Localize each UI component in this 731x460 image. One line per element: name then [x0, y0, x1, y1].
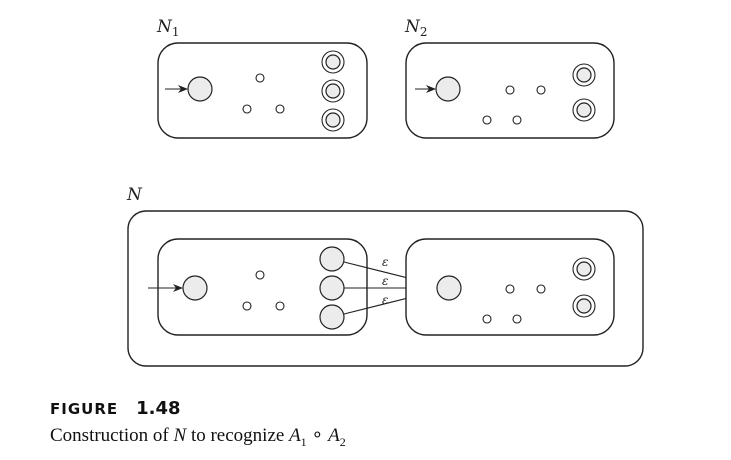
accept-state	[321, 79, 345, 103]
state	[505, 284, 515, 294]
state	[255, 73, 265, 83]
machine-n1-box	[157, 42, 368, 139]
machine-n1: N1	[156, 17, 368, 139]
accept-state	[572, 294, 596, 318]
former-accept-state	[319, 246, 345, 272]
accept-state	[572, 63, 596, 87]
state	[505, 85, 515, 95]
machine-n-label: N	[126, 185, 143, 205]
state	[482, 115, 492, 125]
machine-n2-label: N2	[404, 17, 428, 39]
start-state	[182, 275, 208, 301]
state	[275, 301, 285, 311]
figure-caption: Construction of N to recognize A1 ∘ A2	[50, 425, 346, 449]
state	[242, 301, 252, 311]
machine-n1-label: N1	[156, 17, 180, 39]
accept-state	[572, 257, 596, 281]
state	[536, 284, 546, 294]
inner-n1-box	[157, 238, 368, 336]
machine-n: N ε ε ε	[126, 185, 644, 367]
epsilon-label: ε	[382, 293, 388, 307]
machine-n2: N2	[404, 17, 615, 139]
start-state	[187, 76, 213, 102]
state	[275, 104, 285, 114]
state	[482, 314, 492, 324]
state	[512, 115, 522, 125]
accept-state	[572, 98, 596, 122]
epsilon-label: ε	[382, 274, 388, 288]
accept-state	[321, 108, 345, 132]
figure-number: 1.48	[136, 398, 181, 419]
state	[255, 270, 265, 280]
accept-state	[321, 50, 345, 74]
figure-word: FIGURE	[50, 400, 119, 418]
state	[242, 104, 252, 114]
state	[536, 85, 546, 95]
start-state	[435, 76, 461, 102]
former-accept-state	[319, 275, 345, 301]
figure-label: FIGURE 1.48	[50, 398, 181, 419]
epsilon-label: ε	[382, 255, 388, 269]
state	[512, 314, 522, 324]
n2-start-state	[436, 275, 462, 301]
former-accept-state	[319, 304, 345, 330]
